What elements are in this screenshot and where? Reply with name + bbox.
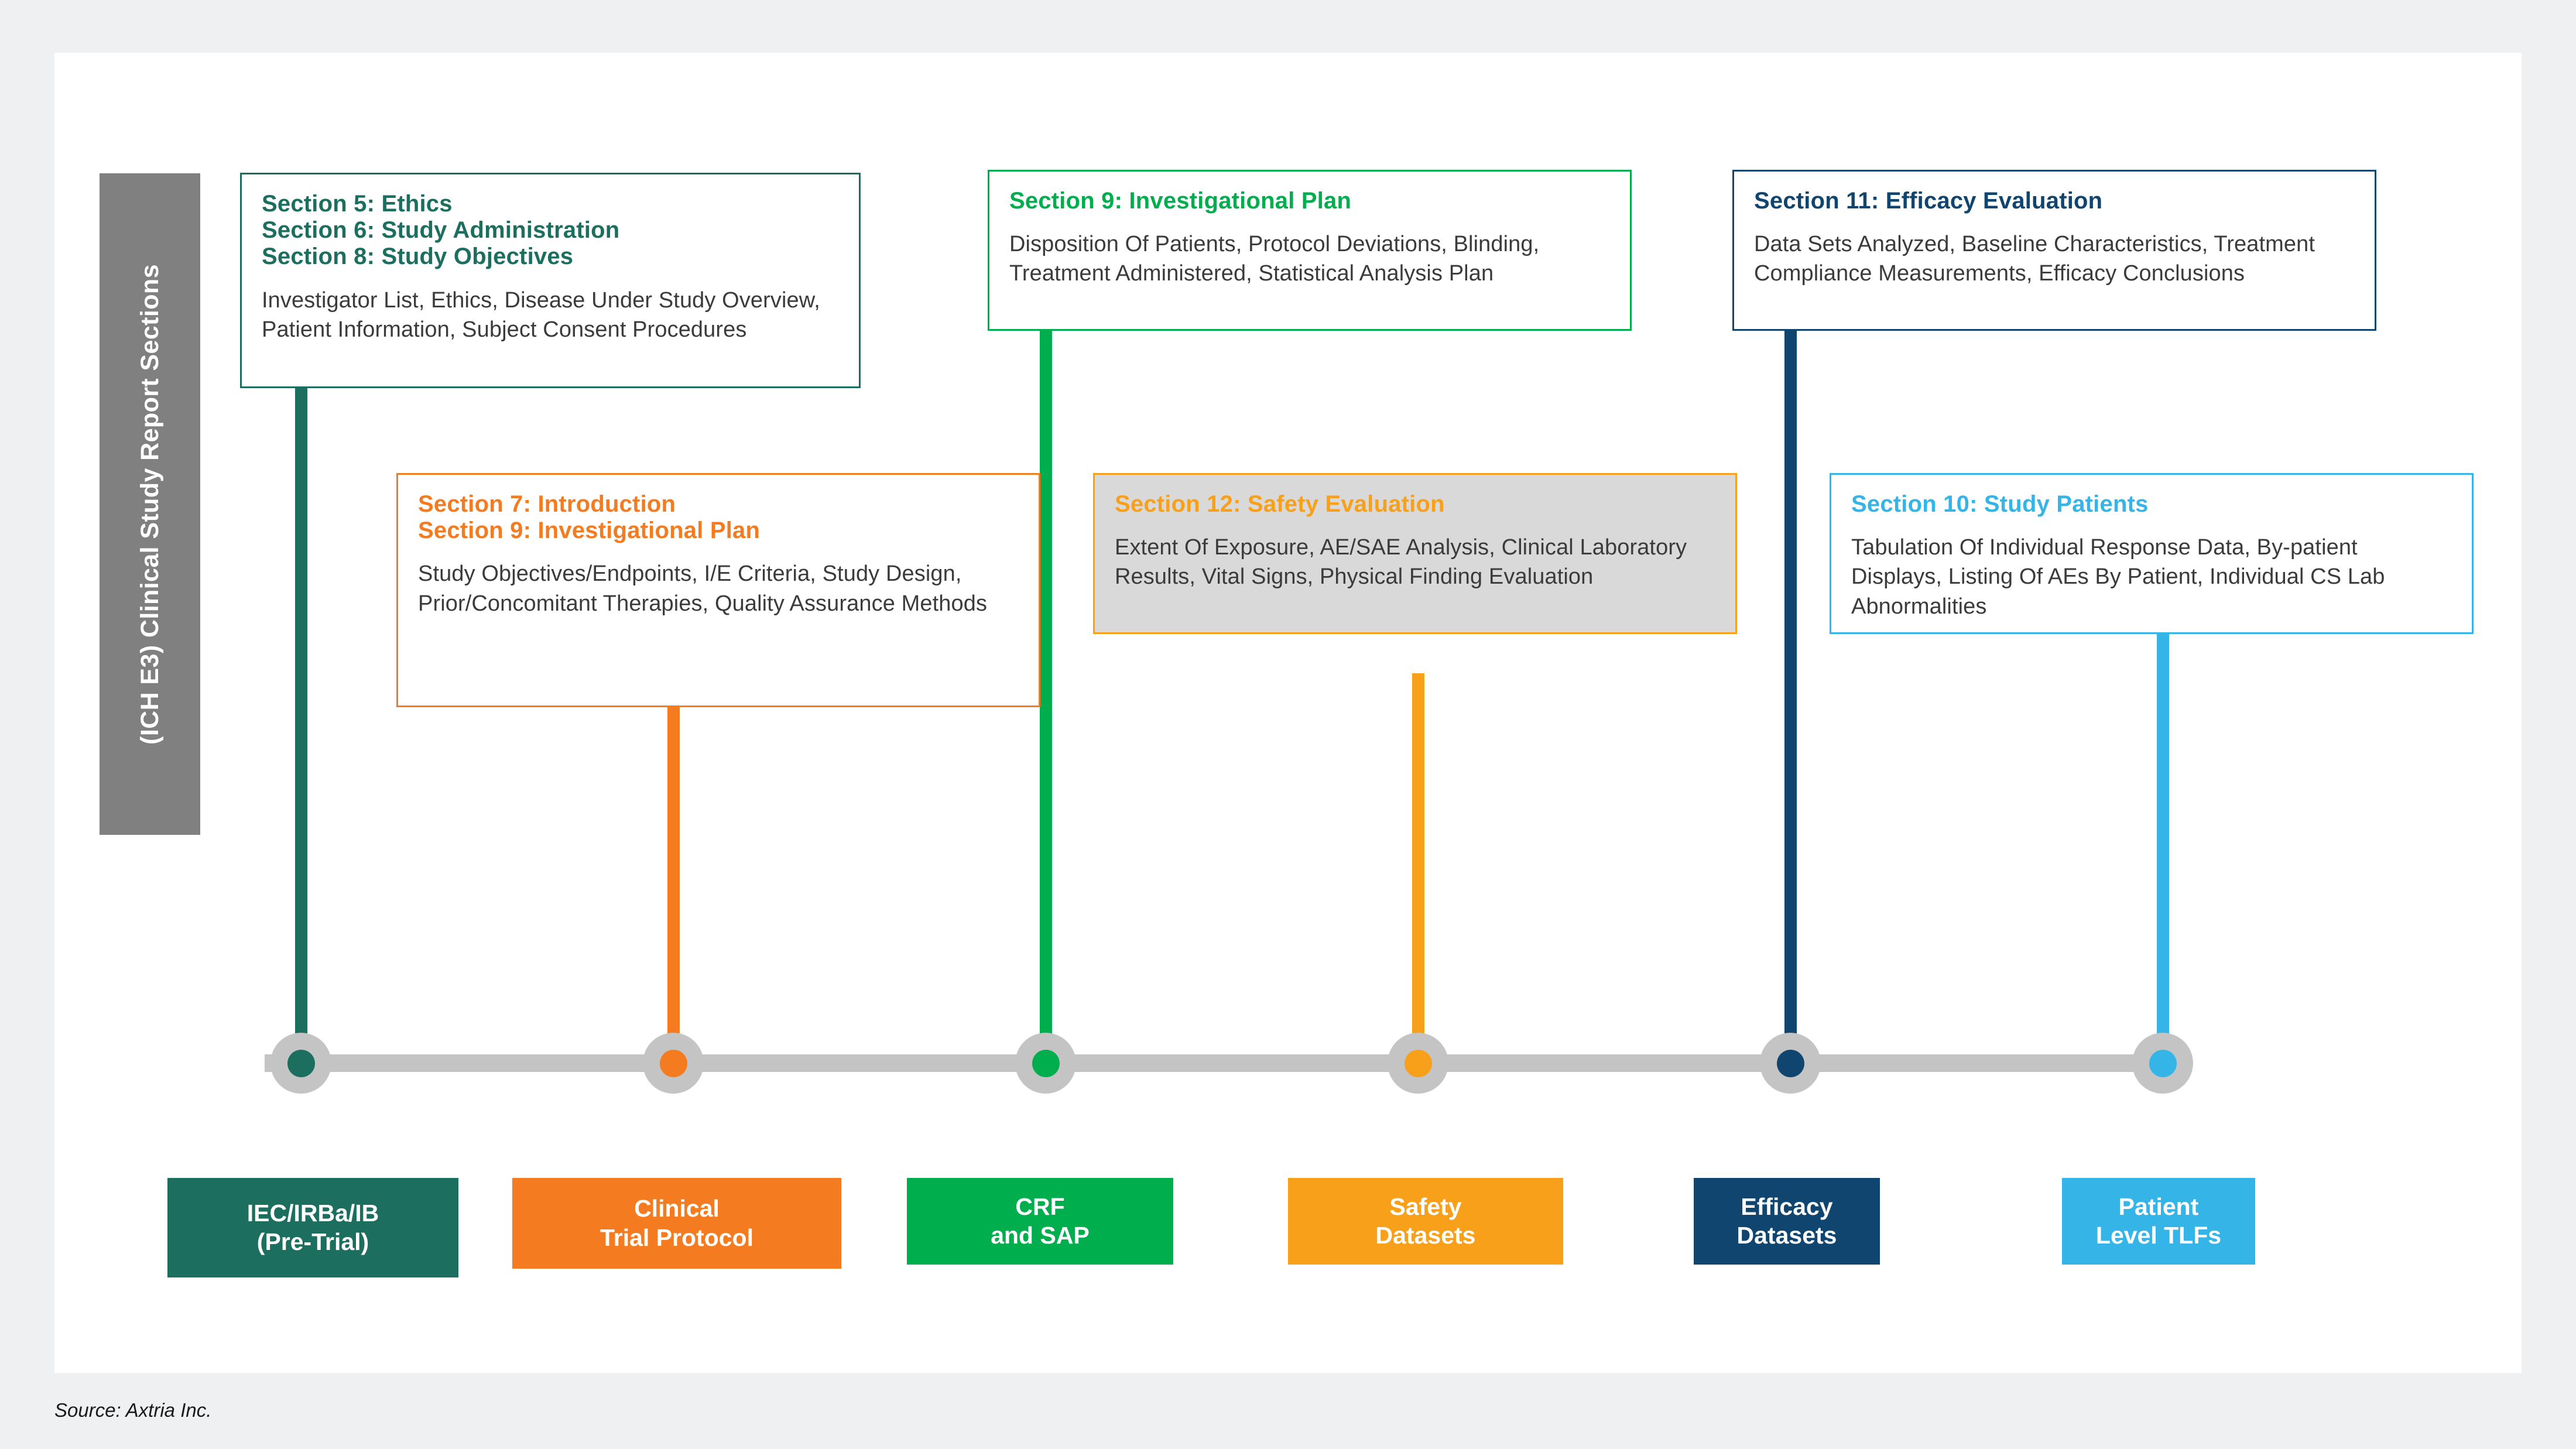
- chip-iec-irb-ib[interactable]: IEC/IRBa/IB (Pre-Trial): [167, 1178, 458, 1277]
- card-body: Data Sets Analyzed, Baseline Characteris…: [1754, 232, 2315, 286]
- chip-line-2: and SAP: [991, 1222, 1090, 1249]
- card-body: Disposition Of Patients, Protocol Deviat…: [1009, 232, 1540, 286]
- card-body: Study Objectives/Endpoints, I/E Criteria…: [418, 561, 988, 616]
- chip-line-1: Safety: [1389, 1193, 1462, 1220]
- card-title: Section 11: Efficacy Evaluation: [1754, 188, 2103, 214]
- card-title: Section 5: Ethics Section 6: Study Admin…: [262, 191, 620, 270]
- chip-line-2: (Pre-Trial): [256, 1228, 369, 1255]
- source-caption: Source: Axtria Inc.: [54, 1399, 212, 1421]
- timeline-rail: [265, 1054, 2153, 1072]
- card-investigational-plan[interactable]: Section 9: Investigational Plan Disposit…: [988, 170, 1632, 331]
- node-dot-icon: [659, 1049, 687, 1077]
- card-safety-evaluation[interactable]: Section 12: Safety Evaluation Extent Of …: [1093, 473, 1737, 634]
- node-dot-icon: [2149, 1049, 2177, 1077]
- stem-study-patients: [2157, 498, 2169, 1054]
- stem-safety-evaluation: [1412, 673, 1424, 1054]
- chip-line-1: Patient: [2118, 1193, 2199, 1220]
- chip-line-2: Trial Protocol: [600, 1224, 753, 1251]
- timeline-node-iec-irb-ib[interactable]: [270, 1033, 331, 1094]
- chip-crf-sap[interactable]: CRF and SAP: [907, 1178, 1173, 1265]
- timeline-node-patient-level-tlfs[interactable]: [2132, 1033, 2193, 1094]
- card-title: Section 7: Introduction Section 9: Inves…: [418, 491, 761, 544]
- side-label-report-sections: (ICH E3) Clinical Study Report Sections: [100, 173, 200, 835]
- node-dot-icon: [1032, 1049, 1060, 1077]
- timeline-node-safety-datasets[interactable]: [1388, 1033, 1448, 1094]
- chip-line-1: IEC/IRBa/IB: [246, 1199, 379, 1227]
- card-body: Extent Of Exposure, AE/SAE Analysis, Cli…: [1115, 535, 1687, 590]
- chip-clinical-protocol[interactable]: Clinical Trial Protocol: [512, 1178, 841, 1269]
- chip-efficacy-datasets[interactable]: Efficacy Datasets: [1694, 1178, 1880, 1265]
- card-body: Investigator List, Ethics, Disease Under…: [262, 287, 820, 342]
- timeline-node-crf-sap[interactable]: [1015, 1033, 1076, 1094]
- card-title: Section 9: Investigational Plan: [1009, 188, 1352, 214]
- card-efficacy-evaluation[interactable]: Section 11: Efficacy Evaluation Data Set…: [1732, 170, 2376, 331]
- node-dot-icon: [1404, 1049, 1432, 1077]
- chip-line-2: Level TLFs: [2095, 1222, 2222, 1249]
- chip-line-1: Clinical: [634, 1195, 720, 1222]
- timeline-node-clinical-protocol[interactable]: [643, 1033, 704, 1094]
- node-dot-icon: [287, 1049, 315, 1077]
- node-dot-icon: [1776, 1049, 1804, 1077]
- chip-line-2: Datasets: [1375, 1222, 1476, 1249]
- timeline-node-efficacy-datasets[interactable]: [1760, 1033, 1821, 1094]
- chip-line-1: Efficacy: [1741, 1193, 1833, 1220]
- chip-safety-datasets[interactable]: Safety Datasets: [1288, 1178, 1563, 1265]
- card-study-patients[interactable]: Section 10: Study Patients Tabulation Of…: [1830, 473, 2474, 634]
- card-title: Section 10: Study Patients: [1851, 491, 2149, 517]
- chip-patient-level-tlfs[interactable]: Patient Level TLFs: [2062, 1178, 2255, 1265]
- card-ethics[interactable]: Section 5: Ethics Section 6: Study Admin…: [240, 173, 861, 388]
- stem-efficacy-evaluation: [1784, 310, 1797, 1054]
- side-label-text: (ICH E3) Clinical Study Report Sections: [135, 263, 164, 745]
- diagram-canvas: (ICH E3) Clinical Study Report Sections: [54, 53, 2522, 1373]
- chip-line-1: CRF: [1015, 1193, 1065, 1220]
- card-body: Tabulation Of Individual Response Data, …: [1851, 535, 2385, 619]
- stem-ethics: [295, 386, 307, 1054]
- card-title: Section 12: Safety Evaluation: [1115, 491, 1445, 517]
- card-introduction[interactable]: Section 7: Introduction Section 9: Inves…: [396, 473, 1040, 707]
- chip-line-2: Datasets: [1736, 1222, 1837, 1249]
- stem-investigational-plan: [1040, 310, 1052, 1054]
